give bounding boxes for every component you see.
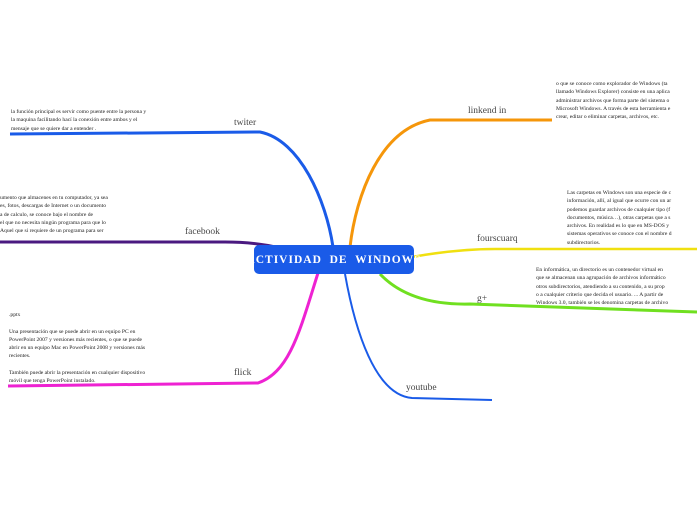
note-facebook: umento que almacenes en tu computador, y…: [0, 194, 108, 235]
note-line: es, fotos, descargas de Internet o un do…: [0, 203, 106, 210]
note-line: Una presentación que se puede abrir en u…: [9, 328, 136, 335]
note-line: a de calculo, se conoce bajo el nombre d…: [0, 211, 94, 218]
note-line: archivos. En realidad es lo que en MS-DO…: [567, 223, 670, 230]
youtube-connector: [344, 273, 493, 401]
note-line: Aquel que si requiere de un programa par…: [0, 228, 104, 235]
note-line: También puede abrir la presentación en c…: [9, 370, 146, 377]
note-line: el que no necesita ningún programa para …: [0, 219, 106, 226]
branch-youtube[interactable]: youtube: [406, 383, 437, 393]
branch-gplus[interactable]: g+: [477, 294, 488, 304]
note-line: .pptx: [9, 312, 21, 318]
note-linkend: o que se conoce como explorador de Windo…: [556, 80, 670, 121]
branch-facebook[interactable]: facebook: [185, 227, 220, 237]
note-line: móvil que tenga PowerPoint instalado.: [9, 378, 96, 385]
note-line: podemos guardar archivos de cualquier ti…: [567, 206, 671, 213]
note-line: Las carpetas en Windows son una especie …: [567, 190, 672, 196]
note-line: recientes.: [9, 353, 31, 360]
central-topic[interactable]: ACTIVIDAD DE WINDOWS: [246, 245, 421, 274]
note-fourscuarq: Las carpetas en Windows son una especie …: [567, 189, 672, 247]
branch-fourscuarq[interactable]: fourscuarq: [477, 234, 518, 244]
note-line: administrar archivos que forma parte del…: [556, 97, 670, 104]
branch-twiter[interactable]: twiter: [234, 118, 257, 128]
note-line: En informática, un directorio es un cont…: [536, 267, 663, 273]
note-line: la función principal es servir como puen…: [11, 109, 147, 115]
note-line: llamado Windows Explorer) consiste en un…: [556, 89, 670, 96]
note-line: sistemas operativos se conoce con el nom…: [567, 231, 672, 238]
gplus-connector: [378, 272, 697, 314]
note-line: información, allí, al igual que ocurre c…: [567, 198, 672, 205]
note-line: umento que almacenes en tu computador, y…: [0, 195, 108, 201]
fourscuarq-connector: [411, 247, 697, 259]
note-line: otros subdirectorios, atendiendo a su co…: [536, 283, 665, 290]
twiter-connector: [9, 130, 335, 248]
note-flick: .pptx Una presentación que se puede abri…: [9, 311, 145, 386]
branch-linkend[interactable]: linkend in: [468, 106, 507, 116]
note-line: abrir en un equipo Mac en PowerPoint 200…: [9, 345, 146, 352]
note-line: mensaje que se quiere dar a entender .: [11, 125, 97, 132]
note-line: que se almacenan una agrupación de archi…: [536, 275, 666, 282]
branch-flick[interactable]: flick: [234, 368, 252, 378]
note-line: Microsoft Windows. A través de esta herr…: [556, 105, 671, 112]
note-line: la maquina facilitando hací la conexión …: [11, 117, 138, 124]
note-line: Windows 3.0, también se les denomina car…: [536, 300, 669, 307]
linkend-connector: [348, 118, 552, 248]
note-line: o a cualquier criterio que decida el usu…: [536, 291, 664, 298]
note-line: [9, 319, 145, 327]
note-line: o que se conoce como explorador de Windo…: [556, 81, 668, 87]
note-line: PowerPoint 2007 y versiones más reciente…: [9, 336, 142, 343]
note-line: [9, 361, 145, 369]
note-line: documentos, música…), otras carpetas que…: [567, 214, 671, 221]
note-twiter: la función principal es servir como puen…: [11, 108, 146, 133]
note-line: subdirectorios.: [567, 239, 601, 246]
flick-connector: [7, 272, 320, 388]
note-gplus: En informática, un directorio es un cont…: [536, 266, 668, 307]
note-line: crear, editar o eliminar carpetas, archi…: [556, 114, 659, 121]
